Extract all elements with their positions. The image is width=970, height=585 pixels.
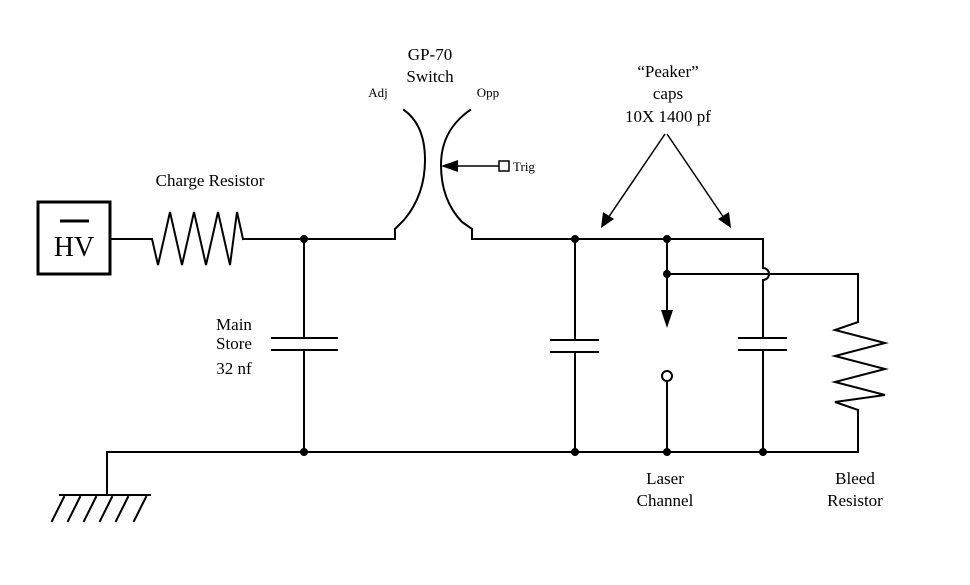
peaker-pointer-arrows xyxy=(601,133,731,228)
bleed-resistor-label-line2: Resistor xyxy=(827,491,883,510)
main-store-capacitor xyxy=(271,337,338,351)
main-store-label-line3: 32 nf xyxy=(216,359,252,378)
bleed-resistor-label-line1: Bleed xyxy=(835,469,875,488)
laser-channel-label-line2: Channel xyxy=(637,491,694,510)
switch-title-line1: GP-70 xyxy=(408,45,452,64)
hv-source: HV xyxy=(36,200,112,276)
adj-label: Adj xyxy=(368,85,388,100)
switch-adj-electrode xyxy=(393,108,427,231)
peaker-label-line1: “Peaker” xyxy=(637,62,698,81)
laser-channel-label-line1: Laser xyxy=(646,469,684,488)
junction-dots xyxy=(300,235,767,456)
switch-title-line2: Switch xyxy=(406,67,454,86)
peaker-capacitor-1 xyxy=(550,339,599,353)
ground-symbol xyxy=(50,494,151,523)
main-store-label-line2: Store xyxy=(216,334,252,353)
opp-label: Opp xyxy=(477,85,499,100)
charge-resistor-symbol xyxy=(150,211,245,266)
peaker-label-line3: 10X 1400 pf xyxy=(625,107,711,126)
peaker-label-line2: caps xyxy=(653,84,683,103)
main-store-label-line1: Main xyxy=(216,315,252,334)
hv-label: HV xyxy=(54,232,94,263)
laser-electrode-arrow xyxy=(661,310,673,328)
trigger-input: Trig xyxy=(441,159,535,174)
switch-opp-electrode xyxy=(439,108,474,231)
peaker-capacitor-2 xyxy=(738,337,787,351)
charge-resistor-label: Charge Resistor xyxy=(156,171,265,190)
laser-electrode-terminal xyxy=(661,370,673,382)
bleed-resistor-symbol xyxy=(831,320,889,412)
trig-label: Trig xyxy=(513,159,535,174)
